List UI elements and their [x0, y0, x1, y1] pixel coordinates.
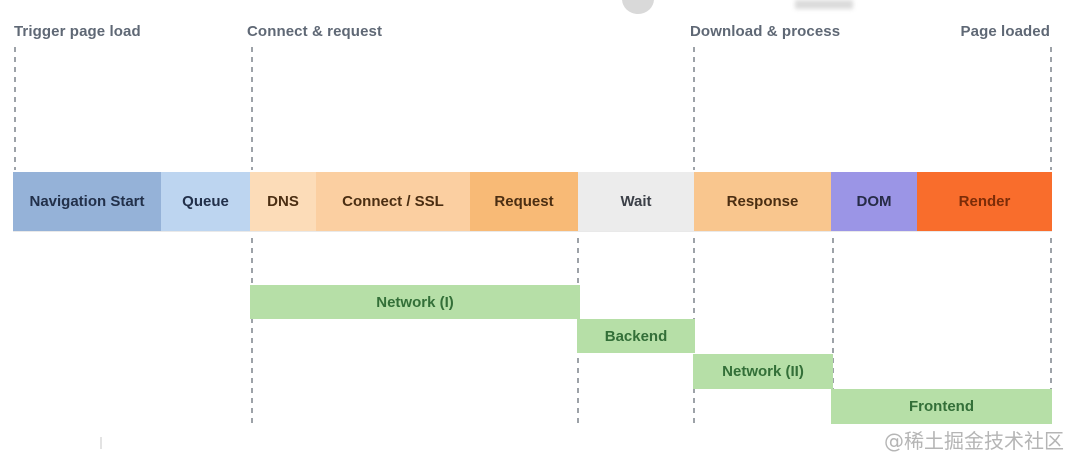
dashed-guide-line	[251, 47, 253, 170]
cropped-avatar-shape	[622, 0, 654, 14]
dashed-guide-line	[693, 47, 695, 170]
timeline-segment-request: Request	[470, 172, 578, 231]
timeline-segment-render: Render	[917, 172, 1052, 231]
activity-bar-frontend: Frontend	[831, 389, 1052, 424]
phase-label-page-loaded: Page loaded	[960, 23, 1050, 40]
phase-label-download-and-process: Download & process	[690, 23, 841, 40]
dashed-guide-line	[1050, 238, 1052, 389]
activity-bar-network-i: Network (I)	[250, 285, 580, 319]
blurred-watermark-remnant	[795, 0, 853, 9]
timeline-segment-connect-ssl: Connect / SSL	[316, 172, 470, 231]
timeline-segment-queue: Queue	[161, 172, 250, 231]
dashed-guide-line	[832, 238, 834, 389]
activity-bar-backend: Backend	[577, 319, 695, 353]
site-watermark: @稀土掘金技术社区	[884, 429, 1064, 452]
timeline-segment-dom: DOM	[831, 172, 917, 231]
timeline-segment-navigation-start: Navigation Start	[13, 172, 161, 231]
timeline-segment-dns: DNS	[250, 172, 316, 231]
phase-label-trigger-page-load: Trigger page load	[14, 23, 141, 40]
dashed-guide-line	[14, 47, 16, 170]
phase-label-connect-and-request: Connect & request	[247, 23, 383, 40]
timeline-segment-wait: Wait	[578, 172, 694, 231]
dashed-guide-line	[1050, 47, 1052, 170]
dashed-guide-line	[251, 238, 253, 426]
timeline-segment-response: Response	[694, 172, 831, 231]
stray-tick-mark	[100, 437, 102, 449]
activity-bar-network-ii: Network (II)	[693, 354, 833, 389]
